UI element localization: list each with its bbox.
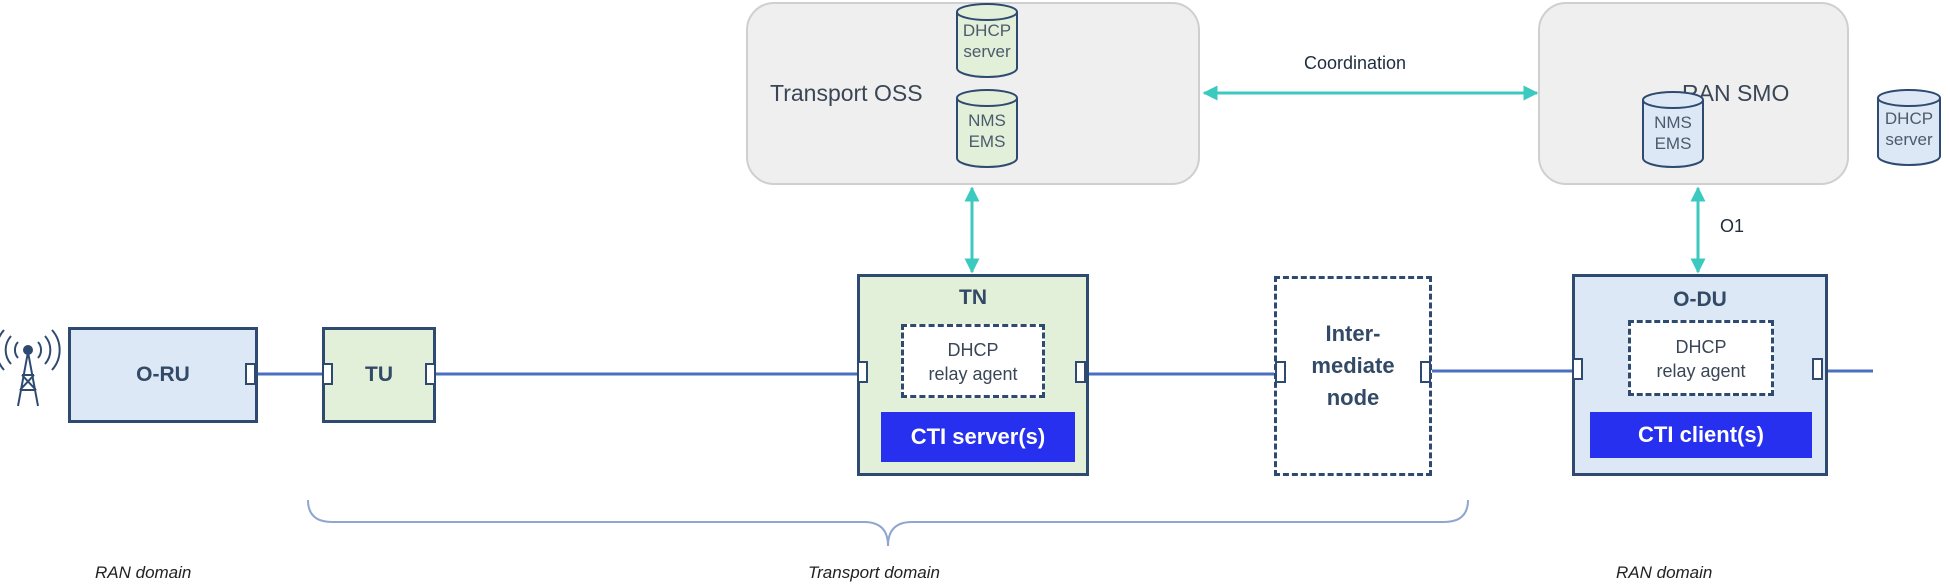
- external-dhcp-server-label: DHCP server: [1884, 109, 1934, 149]
- transport-oss-label: Transport OSS: [770, 80, 923, 106]
- external-dhcp-server-database-icon: [1876, 88, 1942, 166]
- smo-nms-ems-database-icon: [1641, 90, 1705, 168]
- domain-label-transport: Transport domain: [808, 563, 940, 582]
- tn-left-port: [857, 361, 868, 383]
- odu-left-port: [1572, 358, 1583, 380]
- domain-label-ran-left: RAN domain: [95, 563, 192, 582]
- tu-label: TU: [365, 363, 393, 386]
- tn-right-port: [1075, 361, 1086, 383]
- intermediate-node-label: Inter- mediate node: [1311, 321, 1395, 410]
- antenna-icon: [0, 329, 61, 407]
- tu-right-port: [425, 363, 436, 385]
- o1-label: O1: [1720, 216, 1745, 236]
- intermediate-node-box: [1274, 276, 1432, 476]
- smo-nms-ems-label: NMS EMS: [1654, 113, 1692, 153]
- odu-title: O-DU: [1673, 288, 1727, 311]
- odu-cti-clients: CTI client(s): [1590, 412, 1812, 458]
- oss-dhcp-server-database-icon: [955, 2, 1019, 78]
- tn-cti-servers: CTI server(s): [881, 412, 1075, 462]
- tu-left-port: [322, 363, 333, 385]
- oru-box: O-RU: [68, 327, 258, 423]
- tu-box: TU: [322, 327, 436, 423]
- oss-nms-ems-label: NMS EMS: [968, 111, 1006, 151]
- coordination-label: Coordination: [1304, 53, 1407, 73]
- oru-label: O-RU: [136, 363, 190, 386]
- oru-port: [245, 363, 256, 385]
- oss-dhcp-server-label: DHCP server: [962, 21, 1012, 61]
- intermediate-right-port: [1420, 361, 1431, 383]
- domain-label-ran-right: RAN domain: [1616, 563, 1713, 582]
- oss-nms-ems-database-icon: [955, 88, 1019, 168]
- tn-title: TN: [959, 286, 987, 309]
- odu-dhcp-relay-agent: DHCP relay agent: [1628, 320, 1774, 396]
- tn-dhcp-relay-agent: DHCP relay agent: [901, 324, 1045, 398]
- intermediate-left-port: [1275, 361, 1286, 383]
- odu-right-port: [1812, 358, 1823, 380]
- transport-domain-brace: [307, 499, 1469, 547]
